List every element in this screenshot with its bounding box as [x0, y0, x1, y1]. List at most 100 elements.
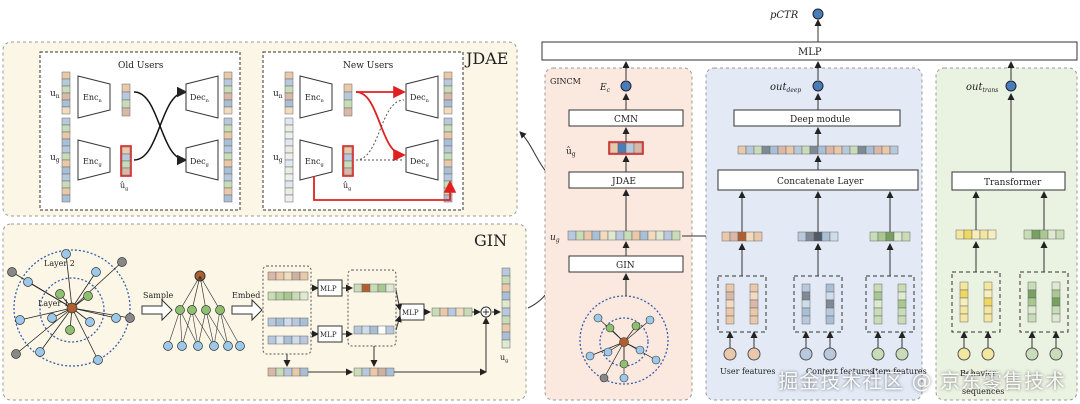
- gin-ug-vector: [501, 267, 511, 349]
- new-dec-g-label: Decg: [410, 157, 430, 168]
- embed-row-3-cell: [283, 317, 293, 327]
- hidden2-to-mlp3: [394, 315, 402, 331]
- embed-row-2-cell: [299, 291, 309, 301]
- new-out-n-vector-cell: [443, 85, 453, 94]
- gin-graph-node: [55, 289, 65, 299]
- old-out-n-vector-cell: [223, 85, 233, 94]
- gincm-graph-node: [603, 347, 613, 357]
- gincm-ug-vector-cell: [567, 230, 577, 241]
- user-features-box-col-2-cell: [749, 283, 759, 293]
- embed-row-2-cell: [283, 291, 293, 301]
- deep-module-box: [733, 109, 901, 127]
- behavior-embed-1: [955, 229, 997, 240]
- user-embed-vector-cell: [737, 231, 747, 242]
- skip-vec-1: [267, 367, 309, 377]
- gincm-graph-node: [619, 373, 629, 383]
- user-embed-vector-cell: [745, 231, 755, 242]
- behavior-box-2-col-2-cell: [1051, 305, 1061, 315]
- gin-graph-node: [65, 325, 75, 335]
- mlp3-output-vec: [431, 307, 473, 317]
- skip-vec-2-cell: [377, 367, 387, 377]
- old-code-n-vector-cell: [121, 91, 131, 101]
- new-ug-vector-cell: [284, 145, 294, 154]
- behavior-embed-2-cell: [1047, 229, 1057, 240]
- tree-edge: [181, 309, 193, 347]
- old-enc-g-shape: [77, 139, 111, 181]
- new-ug-vector-cell: [284, 159, 294, 168]
- behavior-box-2-col-1: [1027, 281, 1037, 323]
- old-code-n-vector-cell: [121, 99, 131, 109]
- behavior-embed-2-cell: [1055, 229, 1065, 240]
- gincm-ug-vector-cell: [671, 230, 681, 241]
- concat-output-vector-cell: [873, 145, 883, 155]
- hidden-row-1-cell: [353, 283, 363, 293]
- behavior-box-2-col-1-cell: [1027, 297, 1037, 307]
- gincm-ug-label: ug: [550, 233, 560, 244]
- skip-vec-1-cell: [283, 367, 293, 377]
- gin-ug-vector-cell: [501, 283, 511, 293]
- item-features-box-node-1: [871, 347, 885, 361]
- sample-label: Sample: [143, 291, 174, 300]
- user-features-box-col-1-cell: [725, 299, 735, 309]
- behavior-embed-1-cell: [979, 229, 989, 240]
- embed-row-1-cell: [267, 271, 277, 281]
- gin-title: GIN: [474, 231, 507, 250]
- top-mlp-label: MLP: [798, 47, 822, 58]
- gincm-uhat-label: ûg: [566, 146, 576, 158]
- new-enc-g-label: Encg: [305, 157, 324, 168]
- hidden-row-1-cell: [369, 283, 379, 293]
- user-features-box-col-2-cell: [749, 291, 759, 301]
- behavior-box-2-col-2-cell: [1051, 289, 1061, 299]
- embed-row-4-cell: [291, 335, 301, 345]
- concat-output-vector: [737, 145, 899, 155]
- new-red-feedback: [313, 176, 457, 201]
- mlp3-output-vec-cell: [455, 307, 465, 317]
- embed-row-2-cell: [291, 291, 301, 301]
- user-embed-vector-cell: [721, 231, 731, 242]
- new-out-g-vector-cell: [443, 138, 453, 147]
- tree-edge: [179, 275, 201, 311]
- old-out-n-vector-cell: [223, 92, 233, 101]
- new-enc-g-shape: [299, 139, 333, 181]
- new-ug-vector-cell: [284, 138, 294, 147]
- concat-output-vector-cell: [817, 145, 827, 155]
- concat-output-vector-cell: [769, 145, 779, 155]
- mlp-box-1-label: MLP: [320, 285, 337, 293]
- gin-graph-node: [23, 277, 33, 287]
- behavior-box-1-col-2-cell: [983, 281, 993, 291]
- embed-row-1-cell: [299, 271, 309, 281]
- item-embed-vector-cell: [869, 231, 879, 242]
- item-features-box-col-1-cell: [873, 299, 883, 309]
- behavior-box-1-col-2-cell: [983, 313, 993, 323]
- gincm-graph-outer: [579, 295, 669, 385]
- old-out-g-vector-cell: [223, 117, 233, 126]
- embed-row-3-cell: [267, 317, 277, 327]
- gincm-ug-vector-cell: [623, 230, 633, 241]
- new-un-vector-cell: [284, 99, 294, 108]
- context-features-box-col-1-cell: [801, 283, 811, 293]
- old-ug-label: ug: [50, 153, 60, 164]
- gin-ug-vector-cell: [501, 299, 511, 309]
- new-users-label: New Users: [343, 61, 394, 71]
- watermark: 掘金技术社区 @ 京东零售技术: [778, 369, 1066, 393]
- new-code-g-vector-cell: [343, 167, 353, 176]
- context-features-box-col-1-cell: [801, 299, 811, 309]
- behavior-box-1-col-1-cell: [959, 313, 969, 323]
- gincm-ug-vector-cell: [647, 230, 657, 241]
- gin-graph-node: [47, 313, 57, 323]
- gin-graph-edge: [71, 307, 99, 361]
- new-ug-vector-cell: [284, 124, 294, 133]
- item-features-box-col-2-cell: [897, 291, 907, 301]
- concat-output-vector-cell: [857, 145, 867, 155]
- gincm-graph-node: [593, 313, 603, 323]
- new-ug-vector-cell: [284, 173, 294, 182]
- gincm-uhat-vector-cell: [625, 142, 635, 154]
- old-uhat-label: ûg: [120, 181, 129, 192]
- tree-edge: [219, 309, 241, 347]
- new-dec-n-label: Decn: [410, 93, 430, 104]
- item-features-box-col-2: [897, 283, 907, 325]
- item-features-box-col-1: [873, 283, 883, 325]
- item-features-box-col-1-cell: [873, 283, 883, 293]
- concat-output-vector-cell: [841, 145, 851, 155]
- old-un-vector-cell: [61, 78, 71, 87]
